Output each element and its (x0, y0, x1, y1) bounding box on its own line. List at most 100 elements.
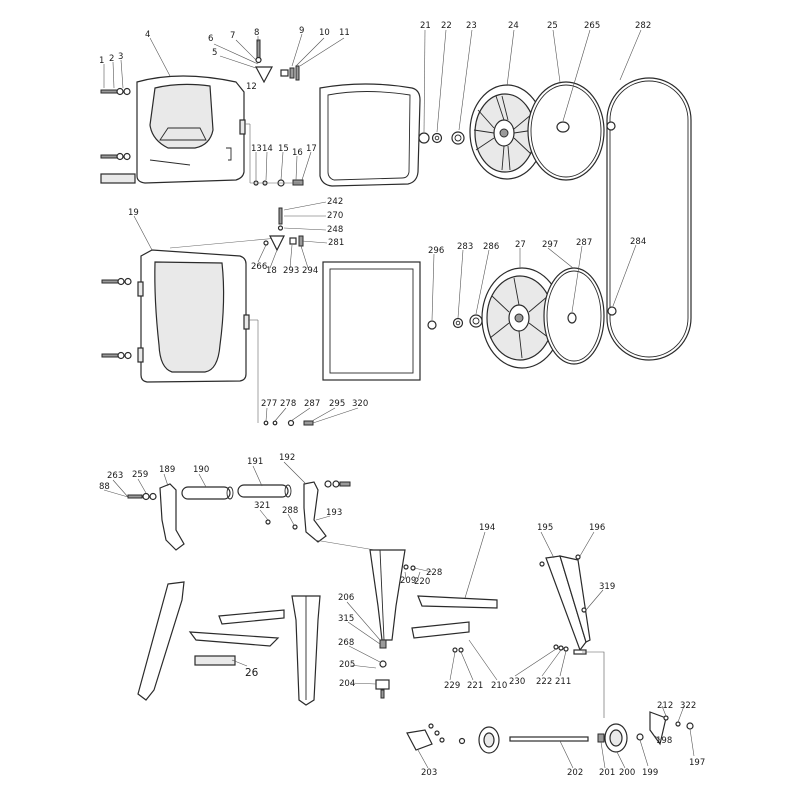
right-rails (411, 595, 498, 639)
label-263: 263 (107, 471, 123, 481)
label-211: 211 (555, 677, 571, 687)
center-post (369, 549, 416, 699)
upper-wheel-cover (136, 75, 246, 184)
label-268: 268 (338, 638, 354, 648)
lower-wheel-washers (427, 314, 483, 330)
lower-knob-assembly (169, 207, 304, 252)
label-3: 3 (118, 52, 123, 62)
label-24: 24 (508, 21, 519, 31)
label-210: 210 (491, 681, 507, 691)
label-7: 7 (230, 31, 235, 41)
label-18: 18 (266, 266, 277, 276)
label-222: 222 (536, 677, 552, 687)
label-266: 266 (251, 262, 267, 272)
label-189: 189 (159, 465, 175, 475)
label-2: 2 (109, 54, 114, 64)
label-204: 204 (339, 679, 355, 689)
label-283: 283 (457, 242, 473, 252)
label-1: 1 (99, 56, 104, 66)
upper-bushing (556, 121, 570, 133)
label-220: 220 (414, 577, 430, 587)
label-21: 21 (420, 21, 431, 31)
label-281: 281 (328, 238, 344, 248)
label-197: 197 (689, 758, 705, 768)
right-leg (452, 554, 605, 718)
label-198: 198 (656, 736, 672, 746)
label-206: 206 (338, 593, 354, 603)
upper-band-wheel (469, 84, 545, 180)
label-4: 4 (145, 30, 150, 40)
label-278: 278 (280, 399, 296, 409)
label-8: 8 (254, 28, 259, 38)
upper-hinge-screws (245, 123, 304, 187)
upper-knob-assembly (255, 39, 300, 84)
label-270: 270 (327, 211, 343, 221)
label-192: 192 (279, 453, 295, 463)
label-259: 259 (132, 470, 148, 480)
label-320: 320 (352, 399, 368, 409)
label-265: 265 (584, 21, 600, 31)
label-23: 23 (466, 21, 477, 31)
wheel-kit (406, 711, 694, 754)
label-229: 229 (444, 681, 460, 691)
label-19: 19 (128, 208, 139, 218)
label-5: 5 (212, 48, 217, 58)
label-193: 193 (326, 508, 342, 518)
label-6: 6 (208, 34, 213, 44)
label-209: 209 (400, 576, 416, 586)
label-230: 230 (509, 677, 525, 687)
label-10: 10 (319, 28, 330, 38)
label-203: 203 (421, 768, 437, 778)
label-248: 248 (327, 225, 343, 235)
label-242: 242 (327, 197, 343, 207)
upper-window-frame (319, 83, 421, 187)
lower-tire (543, 267, 605, 365)
label-27: 27 (515, 240, 526, 250)
label-286: 286 (483, 242, 499, 252)
label-13: 13 (251, 144, 262, 154)
label-288: 288 (282, 506, 298, 516)
label-17: 17 (306, 144, 317, 154)
label-200: 200 (619, 768, 635, 778)
label-26: 26 (245, 667, 259, 679)
label-25: 25 (547, 21, 558, 31)
label-199: 199 (642, 768, 658, 778)
label-191: 191 (247, 457, 263, 467)
part-labels: 1 2 3 4 6 7 8 5 12 9 10 11 13 14 15 16 1… (99, 21, 705, 778)
label-195: 195 (537, 523, 553, 533)
label-294: 294 (302, 266, 318, 276)
label-205: 205 (339, 660, 355, 670)
label-287: 287 (576, 238, 592, 248)
label-212: 212 (657, 701, 673, 711)
label-190: 190 (193, 465, 209, 475)
lower-hinge-screws (248, 319, 314, 427)
label-202: 202 (567, 768, 583, 778)
lower-cover-bolts (101, 277, 132, 360)
label-88: 88 (99, 482, 110, 492)
label-282: 282 (635, 21, 651, 31)
label-293: 293 (283, 266, 299, 276)
label-201: 201 (599, 768, 615, 778)
label-12: 12 (246, 82, 257, 92)
label-296: 296 (428, 246, 444, 256)
blade-loop (606, 77, 692, 361)
label-221: 221 (467, 681, 483, 691)
label-319: 319 (599, 582, 615, 592)
lower-wheel-cover (137, 249, 250, 383)
label-22: 22 (441, 21, 452, 31)
lower-window-frame (322, 261, 421, 381)
label-322: 322 (680, 701, 696, 711)
label-9: 9 (299, 26, 304, 36)
label-228: 228 (426, 568, 442, 578)
label-11: 11 (339, 28, 350, 38)
lower-band-wheel (481, 267, 563, 369)
label-196: 196 (589, 523, 605, 533)
label-284: 284 (630, 237, 646, 247)
label-14: 14 (262, 144, 273, 154)
left-rails (188, 609, 285, 666)
label-194: 194 (479, 523, 495, 533)
label-315: 315 (338, 614, 354, 624)
label-287b: 287 (304, 399, 320, 409)
label-321: 321 (254, 501, 270, 511)
